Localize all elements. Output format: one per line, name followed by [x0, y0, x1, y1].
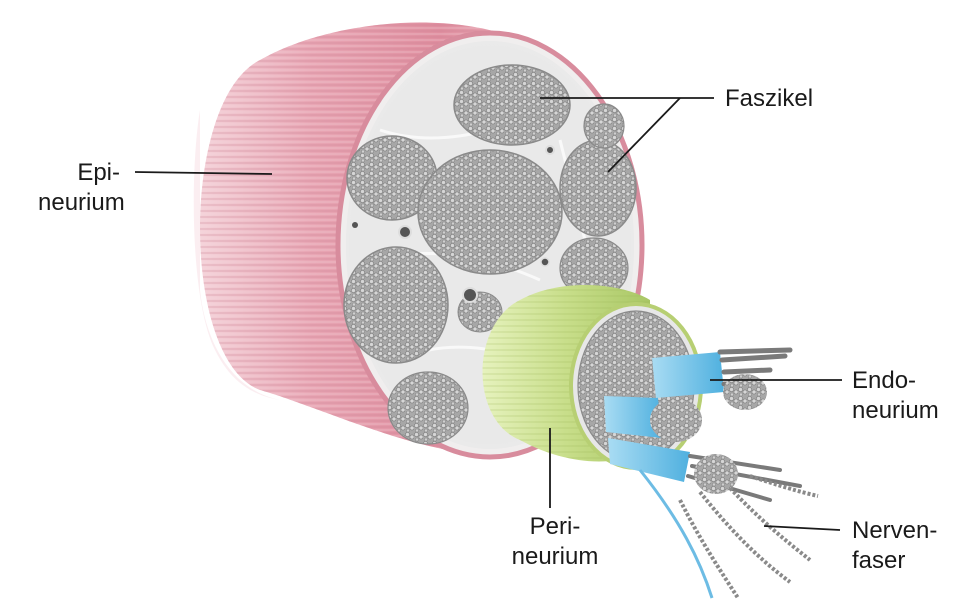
- label-nervenfaser-line2: faser: [852, 546, 937, 576]
- label-epineurium-line1: Epi-: [38, 158, 120, 188]
- label-epineurium: Epi- neurium: [38, 158, 120, 218]
- label-faszikel: Faszikel: [725, 84, 813, 114]
- label-perineurium-line1: Peri-: [500, 512, 610, 542]
- label-perineurium: Peri- neurium: [500, 512, 610, 572]
- label-epineurium-line2: neurium: [38, 188, 120, 218]
- label-endoneurium-line2: neurium: [852, 396, 939, 426]
- label-faszikel-line1: Faszikel: [725, 84, 813, 114]
- label-endoneurium-line1: Endo-: [852, 366, 939, 396]
- nerve-fibers: [640, 470, 818, 598]
- label-endoneurium: Endo- neurium: [852, 366, 939, 426]
- label-nervenfaser-line1: Nerven-: [852, 516, 937, 546]
- label-perineurium-line2: neurium: [500, 542, 610, 572]
- label-nervenfaser: Nerven- faser: [852, 516, 937, 576]
